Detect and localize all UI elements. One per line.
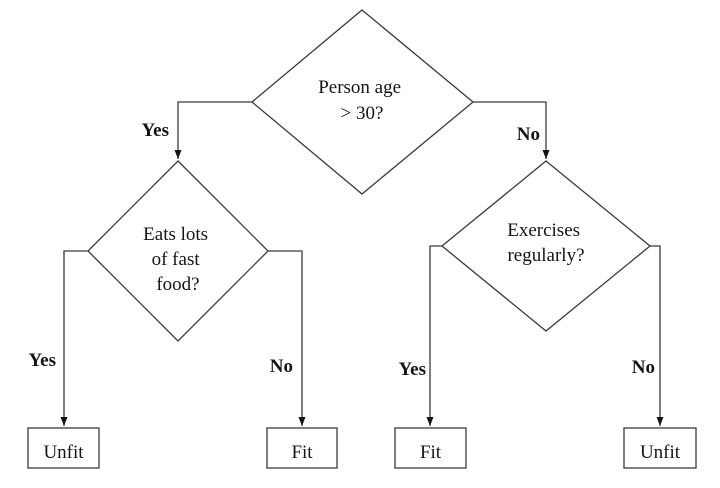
- edge-label-exercise-no: No: [632, 357, 655, 378]
- decision-node-exercises-label: Exercises regularly?: [507, 220, 585, 266]
- decision-node-person-age-label: Person age > 30?: [318, 77, 406, 124]
- leaf-node-fit-left-label: Fit: [291, 442, 313, 463]
- decision-node-fast-food: [87, 160, 269, 342]
- edge-fastfood-yes-connector: [60, 250, 88, 426]
- leaf-node-fit-right: [394, 427, 467, 469]
- edge-label-root-yes: Yes: [142, 120, 169, 141]
- decision-node-exercises: [440, 160, 652, 332]
- decision-node-person-age: [250, 9, 475, 195]
- edge-label-fastfood-yes: Yes: [29, 350, 56, 371]
- leaf-node-unfit-right-label: Unfit: [640, 442, 681, 463]
- edge-exercise-yes-connector: [426, 245, 442, 426]
- edge-label-fastfood-no: No: [270, 356, 293, 377]
- edge-label-exercise-yes: Yes: [399, 359, 426, 380]
- decision-node-fast-food-label: Eats lots of fast food?: [143, 224, 213, 295]
- edge-exercise-no-connector: [650, 245, 664, 426]
- leaf-node-unfit-left-label: Unfit: [43, 442, 84, 463]
- edge-root-yes-connector: [174, 101, 252, 159]
- leaf-node-unfit-right: [623, 427, 697, 469]
- leaf-node-fit-left: [266, 427, 338, 469]
- leaf-node-unfit-left: [27, 427, 100, 469]
- edge-label-root-no: No: [517, 124, 540, 145]
- edge-root-no-connector: [473, 101, 550, 159]
- leaf-node-fit-right-label: Fit: [420, 442, 442, 463]
- edge-fastfood-no-connector: [268, 250, 306, 426]
